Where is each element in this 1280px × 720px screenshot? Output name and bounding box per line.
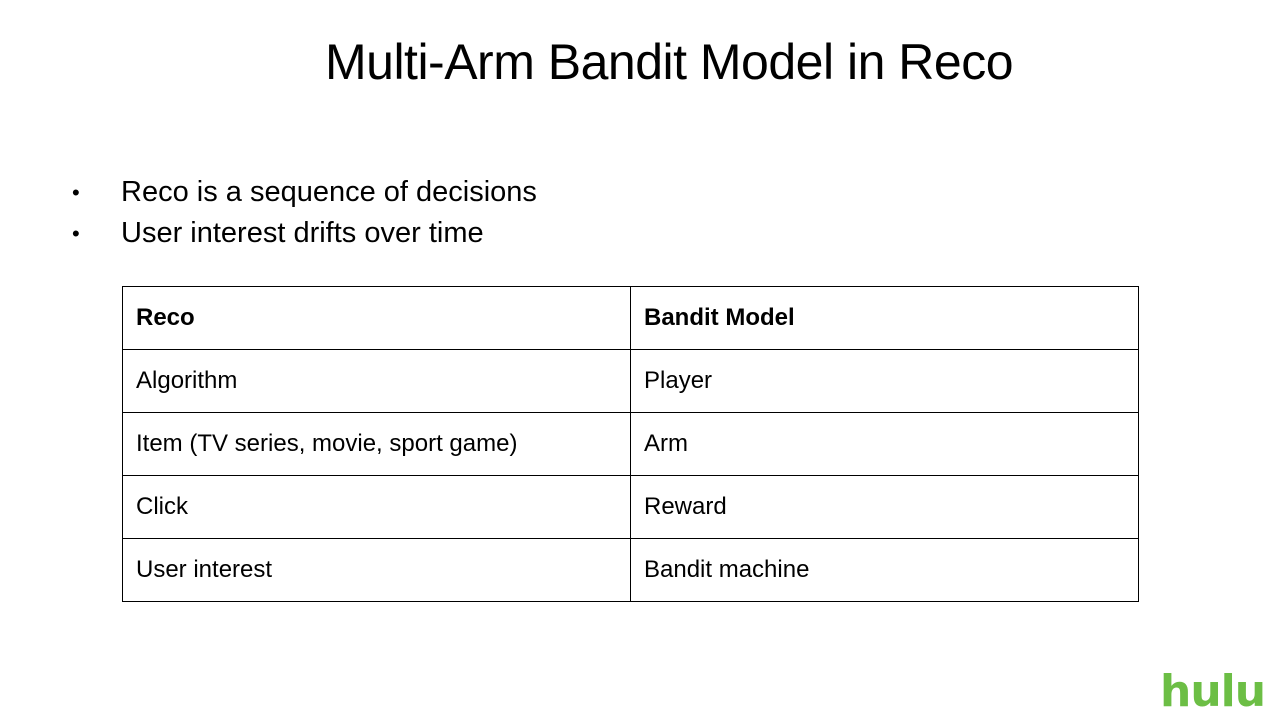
table-cell: Algorithm: [122, 349, 631, 413]
bullet-text: Reco is a sequence of decisions: [121, 176, 537, 208]
slide-title: Multi-Arm Bandit Model in Reco: [324, 34, 1014, 90]
bullet-dot-icon: •: [72, 221, 80, 246]
hulu-logo: hulu: [1160, 666, 1266, 717]
table-cell: Click: [122, 475, 631, 539]
bullet-item: • User interest drifts over time: [72, 213, 537, 254]
table-cell: Player: [630, 349, 1139, 413]
table-row: Algorithm Player: [122, 349, 1139, 413]
table-header-cell: Reco: [122, 286, 631, 350]
bullet-text: User interest drifts over time: [121, 217, 484, 249]
table-row: Item (TV series, movie, sport game) Arm: [122, 412, 1139, 476]
table-cell: Reward: [630, 475, 1139, 539]
table-row: User interest Bandit machine: [122, 538, 1139, 602]
bullet-dot-icon: •: [72, 180, 80, 205]
bullet-item: • Reco is a sequence of decisions: [72, 172, 537, 213]
bullet-list: • Reco is a sequence of decisions • User…: [72, 172, 537, 254]
table-header-cell: Bandit Model: [630, 286, 1139, 350]
table-header-row: Reco Bandit Model: [122, 286, 1139, 350]
table-cell: User interest: [122, 538, 631, 602]
table-row: Click Reward: [122, 475, 1139, 539]
table-cell: Bandit machine: [630, 538, 1139, 602]
table-cell: Item (TV series, movie, sport game): [122, 412, 631, 476]
mapping-table: Reco Bandit Model Algorithm Player Item …: [122, 286, 1139, 602]
table-cell: Arm: [630, 412, 1139, 476]
